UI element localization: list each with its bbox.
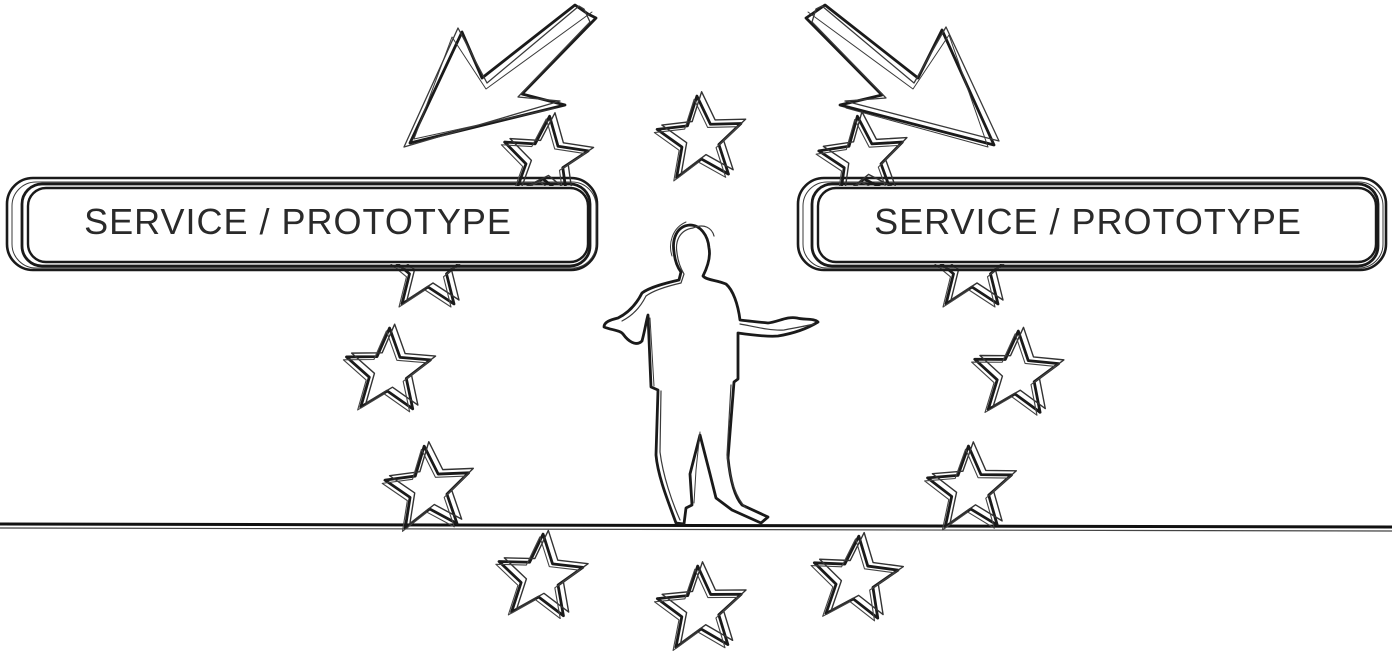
star-icon <box>652 89 750 182</box>
arrow-down-right-icon <box>806 5 999 147</box>
arrow-down-left-icon <box>404 5 596 147</box>
stars-front: SERVICE / PROTOTYPE SERVICE / PROTOTYPE <box>24 107 1376 264</box>
star-icon <box>653 560 749 652</box>
star-icon <box>379 438 478 533</box>
person-silhouette-icon <box>604 222 818 524</box>
left-box-label: SERVICE / PROTOTYPE <box>84 201 512 242</box>
star-icon <box>492 527 590 620</box>
star-icon <box>342 322 437 412</box>
star-icon <box>969 325 1065 417</box>
right-box-label: SERVICE / PROTOTYPE <box>874 201 1302 242</box>
star-icon <box>807 528 906 623</box>
ground-line <box>0 524 1392 531</box>
star-icon <box>923 440 1018 530</box>
stars-circle <box>342 89 1066 651</box>
